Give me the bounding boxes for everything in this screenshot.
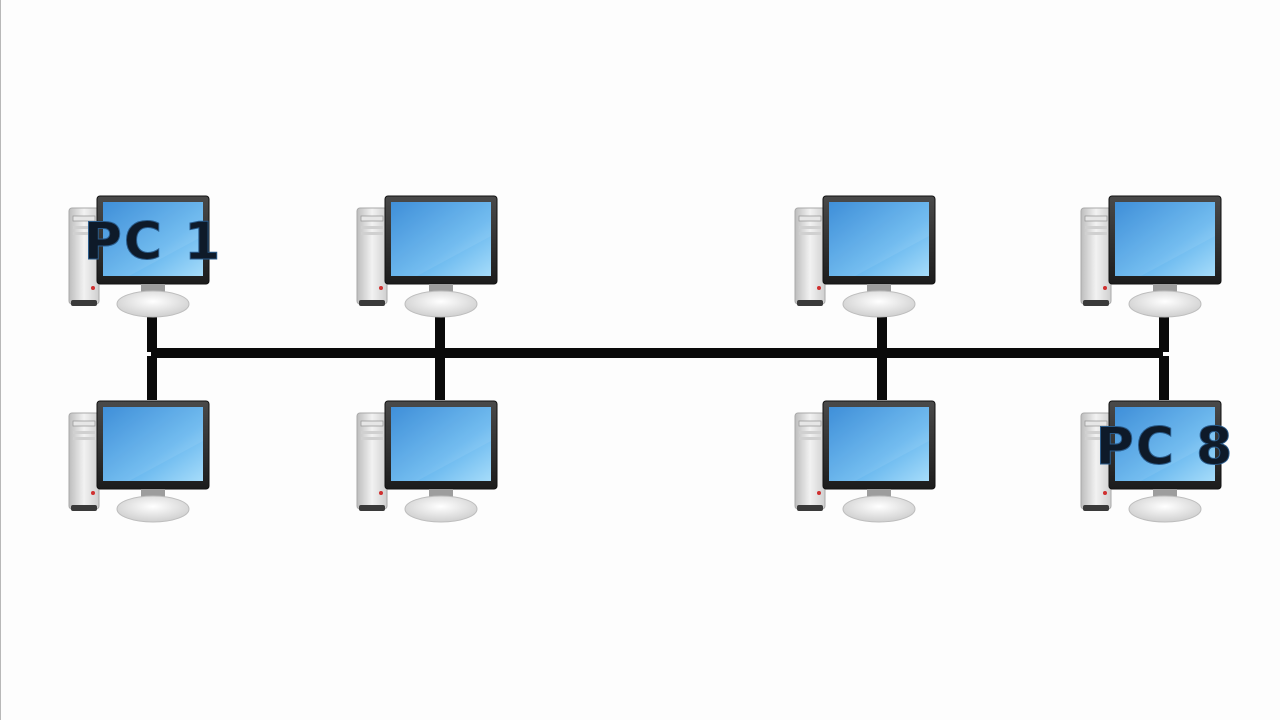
drop-cable-pc3 <box>877 312 887 352</box>
computer-icon: PC 1 <box>68 195 223 318</box>
drop-cable-pc7 <box>877 356 887 400</box>
drop-cable-pc5 <box>147 356 157 400</box>
drop-cable-pc8 <box>1159 356 1169 400</box>
drop-cable-pc6 <box>435 356 445 400</box>
computer-icon <box>1080 195 1222 318</box>
computer-icon <box>356 400 498 523</box>
pc-label: PC 8 <box>1096 417 1235 477</box>
computer-icon <box>794 400 936 523</box>
bus-backbone-cable <box>151 348 1163 358</box>
computer-icon <box>794 195 936 318</box>
drop-cable-pc2 <box>435 312 445 352</box>
pc-label: PC 1 <box>84 212 223 272</box>
drop-cable-pc1 <box>147 312 157 352</box>
drop-cable-pc4 <box>1159 312 1169 352</box>
computer-icon <box>356 195 498 318</box>
computer-icon: PC 8 <box>1080 400 1235 523</box>
computer-icon <box>68 400 210 523</box>
